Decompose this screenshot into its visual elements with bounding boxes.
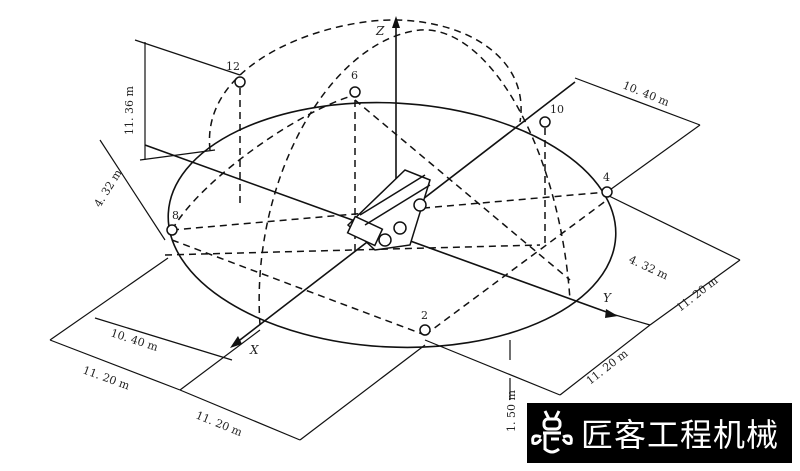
dashed-line-6 [424, 199, 608, 336]
dashed-arc-1 [208, 19, 522, 151]
point-label-2: 2 [421, 309, 428, 322]
dashed-arc-2 [258, 29, 571, 326]
logo-text: 匠客工程机械 [581, 416, 780, 454]
dashed-line-2 [354, 99, 571, 281]
x-arrow-icon [230, 336, 242, 348]
measurement-circle [167, 101, 617, 349]
point-12-icon [234, 76, 246, 88]
point-label-6: 6 [351, 69, 358, 82]
dim-ground-height: 1. 50 m [505, 390, 518, 432]
crane-icon [346, 169, 431, 251]
point-6-icon [349, 86, 361, 98]
dashed-arc-3 [171, 94, 356, 231]
point-10-icon [539, 116, 551, 128]
point-label-10: 10 [550, 103, 564, 116]
watermark-logo: 匠客工程机械 [527, 403, 792, 463]
dim-right-outer: 11. 20 m [674, 274, 721, 315]
dim-right-lower: 11. 20 m [584, 347, 631, 388]
x-axis-label: X [249, 343, 259, 357]
z-axis-label: Z [375, 24, 385, 38]
point-label-8: 8 [172, 209, 179, 222]
bee-logo-icon [531, 410, 573, 454]
dashed-line-7 [164, 244, 541, 256]
point-2-icon [419, 324, 431, 336]
point-4-icon [601, 186, 613, 198]
dim-height-top: 11. 36 m [123, 86, 136, 135]
point-8-icon [166, 224, 178, 236]
point-label-4: 4 [603, 171, 610, 184]
y-arrow-icon [605, 309, 618, 318]
y-axis-label: Y [603, 291, 612, 305]
point-label-12: 12 [226, 60, 240, 73]
measurement-points [166, 76, 613, 336]
dashed-line-5 [171, 239, 426, 336]
dim-left-offset: 4. 32 m [92, 167, 126, 210]
dim-right-offset: 4. 32 m [627, 253, 671, 283]
z-arrow-icon [392, 16, 400, 28]
